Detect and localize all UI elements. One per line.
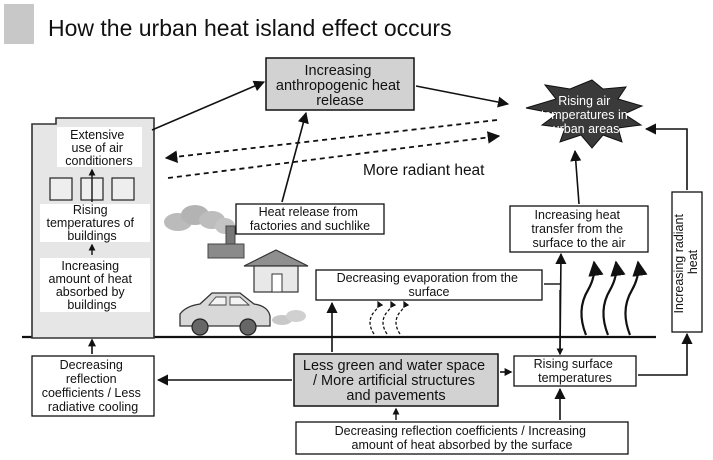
svg-text:Rising surface temperatu: Rising surface temperatures xyxy=(534,357,617,385)
factory-illustration xyxy=(164,205,245,259)
svg-text:Rising air temperatures: Rising air temperatures in urban areas xyxy=(541,94,631,136)
svg-text:Decreasing reflection: Decreasing reflection coefficients / Les… xyxy=(42,358,145,414)
dashed-arrow-lower xyxy=(167,131,501,179)
anthropogenic-heat-box: Increasing anthropogenic heat release xyxy=(265,57,415,111)
heat-transfer-box: Increasing heat transfer from the surfac… xyxy=(509,205,649,253)
arrow-anthropogenic-to-burst xyxy=(415,85,510,108)
more-radiant-heat-label: More radiant heat xyxy=(363,162,485,179)
air-conditioners-text: Extensive use of air conditioners xyxy=(65,128,132,168)
increasing-radiant-heat-box: Increasing radiant heat xyxy=(671,191,703,333)
factories-heat-box: Heat release from factories and suchlike xyxy=(235,203,385,235)
reflection-left-box: Decreasing reflection coefficients / Les… xyxy=(31,355,155,417)
title-bar xyxy=(4,4,34,44)
svg-text:Increasing anthropogenic: Increasing anthropogenic heat release xyxy=(276,63,404,109)
evaporation-box: Decreasing evaporation from the surface xyxy=(315,269,543,301)
building-label-rising: Rising temperatures of buildings xyxy=(40,203,150,243)
arrow-surface-to-radiant xyxy=(638,332,693,376)
surface-temperatures-box: Rising surface temperatures xyxy=(513,355,637,387)
svg-text:Less green and water space: Less green and water space / More artifi… xyxy=(303,358,489,404)
heat-absorbed-buildings-text: Increasing amount of heat absorbed by bu… xyxy=(49,259,136,312)
house-illustration xyxy=(243,249,309,293)
car-illustration xyxy=(179,292,306,336)
arrow-building-to-anthropogenic xyxy=(151,80,266,131)
svg-text:Increasing radiant heat: Increasing radiant heat xyxy=(672,211,700,314)
rising-buildings-text: Rising temperatures of buildings xyxy=(46,203,137,243)
arrow-factories-to-anthropogenic xyxy=(281,111,309,203)
green-space-box: Less green and water space / More artifi… xyxy=(293,353,499,407)
arrow-radiant-to-burst xyxy=(644,123,688,190)
svg-text:Decreasing evaporation from th: Decreasing evaporation from the surface xyxy=(337,271,522,299)
arrow-transfer-to-burst xyxy=(570,149,582,205)
building-label-ac: Extensive use of air conditioners xyxy=(57,127,142,168)
page-title: How the urban heat island effect occurs xyxy=(48,15,452,41)
svg-text:Heat release from factor: Heat release from factories and suchlike xyxy=(250,205,370,233)
svg-text:Increasing heat transfer: Increasing heat transfer from the surfac… xyxy=(531,208,626,250)
dashed-arrow-upper xyxy=(164,119,498,163)
building-label-absorbed: Increasing amount of heat absorbed by bu… xyxy=(40,258,150,312)
rising-air-temperatures-burst: Rising air temperatures in urban areas xyxy=(525,79,644,149)
reflection-bottom-box: Decreasing reflection coefficients / Inc… xyxy=(295,421,629,455)
evaporation-wave-arrows xyxy=(369,300,410,335)
surface-heat-waves xyxy=(580,260,648,336)
svg-text:Decreasing reflection coeffici: Decreasing reflection coefficients / Inc… xyxy=(335,424,590,452)
